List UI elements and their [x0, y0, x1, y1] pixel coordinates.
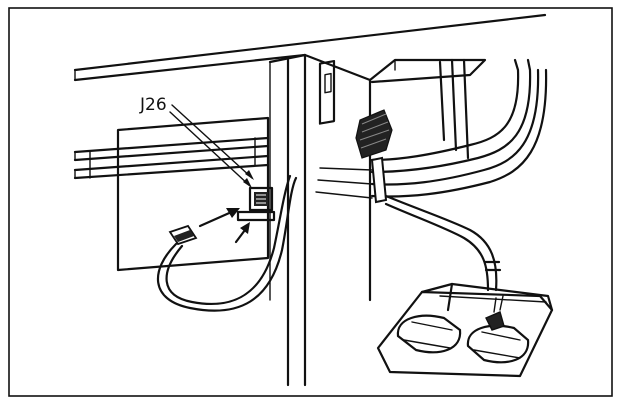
- j26-socket: [236, 186, 276, 222]
- callout-label-j26: J26: [139, 95, 167, 115]
- vent-grille: [355, 109, 393, 159]
- control-box: [318, 58, 487, 302]
- pedal-plug: [168, 224, 198, 246]
- cable-clamp: [370, 156, 388, 204]
- callout-leader: [169, 104, 254, 188]
- cabinet-leg: [268, 53, 372, 387]
- pedal-cable-to-pedal: [384, 194, 502, 292]
- machine-panel: [73, 116, 270, 272]
- pedal-pad-left: [396, 314, 462, 354]
- figure-frame: [8, 7, 613, 397]
- power-switch: [318, 59, 336, 125]
- pedal-pad-right: [466, 324, 530, 364]
- latch-arrow: [234, 222, 250, 244]
- insertion-arrow: [198, 208, 240, 228]
- pedal-cable-loop: [156, 174, 298, 312]
- foot-pedal: [376, 282, 554, 378]
- cable-bundle: [315, 58, 548, 204]
- table-top: [73, 13, 547, 82]
